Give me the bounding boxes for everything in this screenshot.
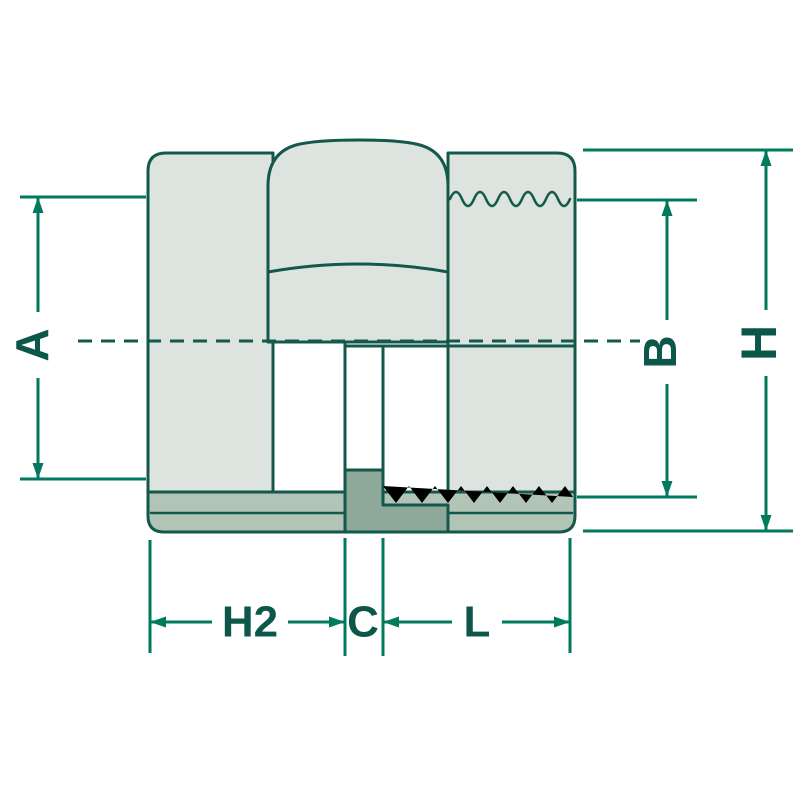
arrow-up-icon [32,197,44,213]
arrow-left-icon [150,616,166,628]
left-socket [146,151,275,507]
dimension-bottom-group: H2 C L [148,538,572,656]
dimension-label-c: C [347,598,379,647]
arrow-up-icon [760,150,772,166]
hex-nut [266,138,450,344]
right-socket [446,151,577,514]
dimension-b: B [577,198,697,499]
arrow-down-icon [661,481,673,497]
external-thread-squiggle [448,190,572,208]
dimension-h: H [583,148,793,533]
arrow-right-icon [554,616,570,628]
fitting-body-group [78,138,640,534]
thread-profile [383,486,573,503]
dimension-label-h2: H2 [222,598,278,647]
dimension-label-l: L [464,598,491,647]
dimension-label-b: B [634,335,686,368]
arrow-down-icon [32,463,44,479]
hex-facet-line [266,262,450,274]
dimension-label-h: H [731,325,787,361]
arrow-down-icon [760,515,772,531]
arrow-left-icon [383,616,399,628]
arrow-right-icon [329,616,345,628]
dimension-label-a: A [6,328,58,361]
dimension-a: A [6,195,146,481]
arrow-up-icon [661,200,673,216]
